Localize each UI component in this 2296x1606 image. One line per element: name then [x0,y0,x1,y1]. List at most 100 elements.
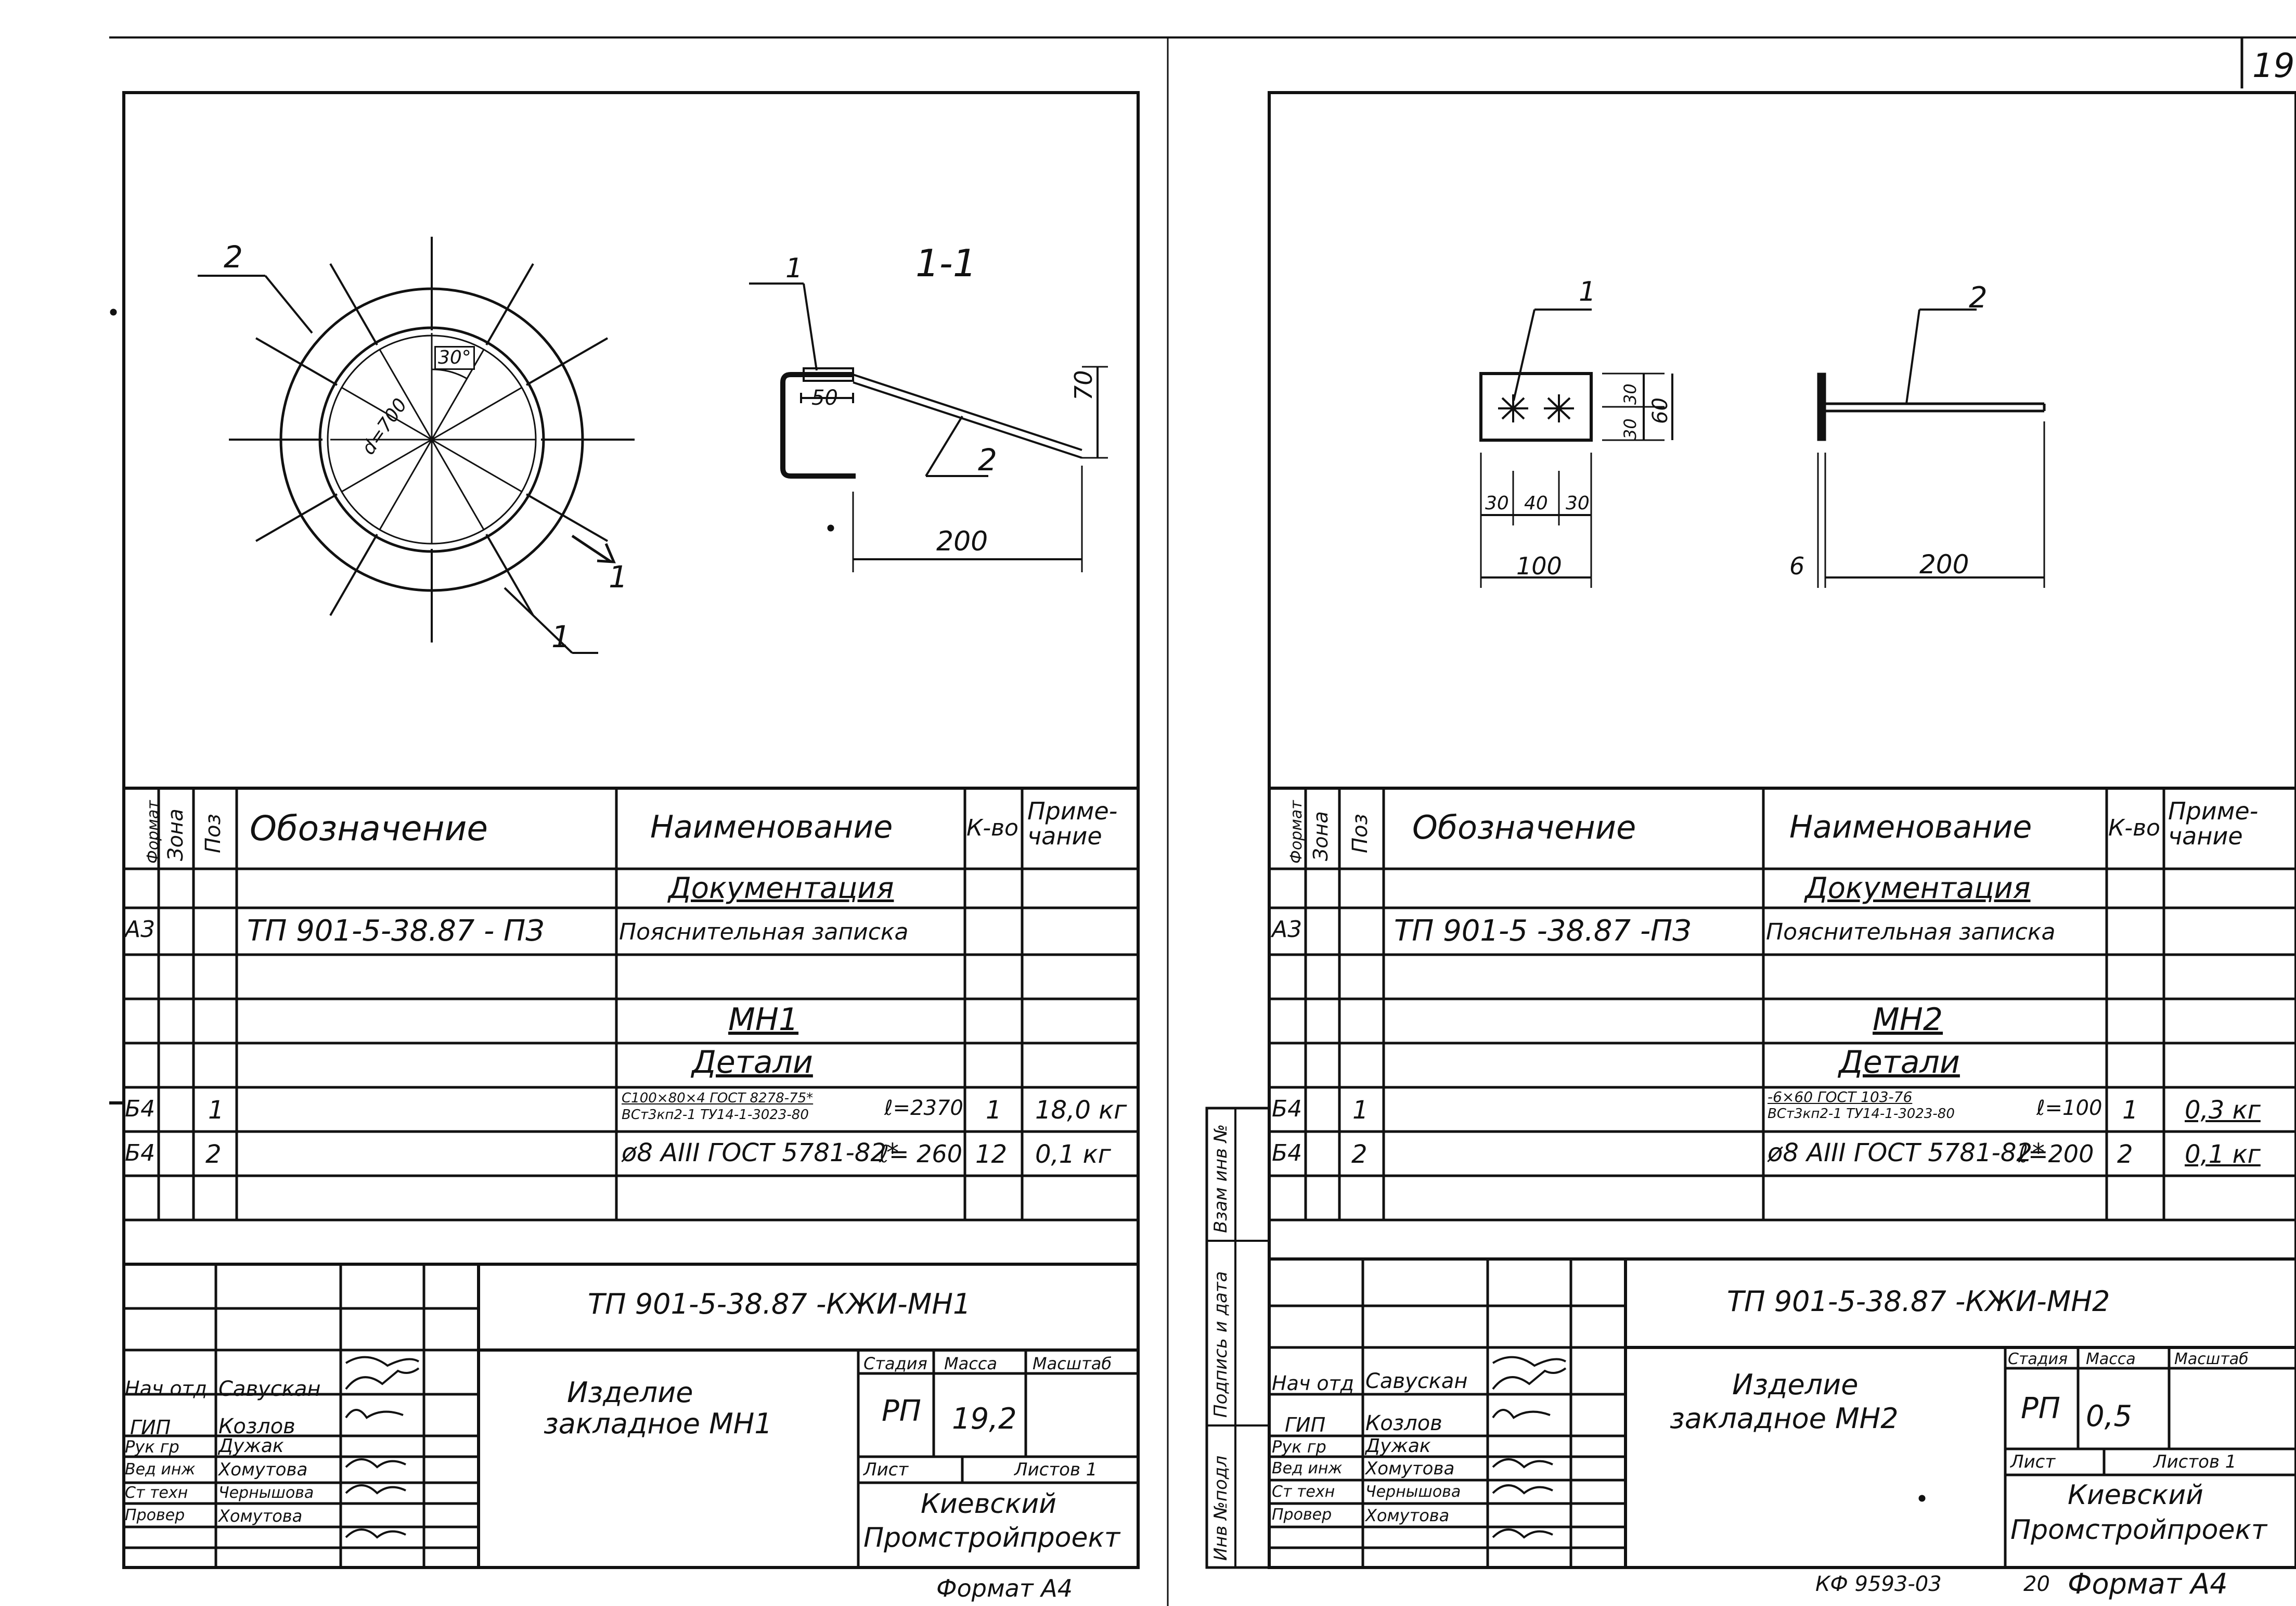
row2-format-right: Б4 [1272,1140,1302,1166]
stamp-sign-date: Подпись и дата [1210,1271,1231,1418]
role-2-left: ГИП [130,1416,171,1439]
row2-length-right: ℓ=200 [2018,1140,2094,1168]
header-designation: Обозначение [250,808,488,849]
row2-name-right: ø8 AIII ГОСТ 5781-82* [1768,1138,2045,1167]
stage-label-right: Стадия [2008,1350,2068,1368]
role-5-left: Ст техн [125,1484,188,1502]
role-1-right: Нач отд [1272,1372,1355,1395]
doc-format-right: А3 [1272,916,1302,943]
row1-format: Б4 [125,1096,156,1122]
side-stamp-column [1205,1107,1271,1569]
row2-pos: 2 [205,1140,222,1169]
col-pos-label-right: Поз [1348,814,1372,853]
name-4-right: Хомутова [1365,1458,1455,1479]
stamp-inv-no: Инв №подл [1210,1455,1231,1561]
mass-label-right: Масса [2086,1350,2136,1368]
role-3-left: Рук гр [125,1437,179,1457]
role-4-right: Вед инж [1272,1459,1343,1477]
row1-format-right: Б4 [1272,1096,1302,1122]
stage-label-left: Стадия [863,1354,927,1373]
role-2-right: ГИП [1285,1414,1326,1436]
org-line1-right: Киевский [2068,1480,2203,1511]
callout-1-left: 1 [551,619,571,654]
left-frame [109,91,1140,1569]
section-callout-1: 1 [785,253,803,284]
name-3-left: Дужак [218,1435,284,1457]
row1-name-line2-right: ВСт3кп2-1 ТУ14-1-3023-80 [1768,1106,1955,1122]
section-product: МН1 [728,1001,799,1038]
doc-designation-right: ТП 901-5 -38.87 -ПЗ [1394,914,1692,948]
name-6-left: Хомутова [218,1506,303,1526]
header-name-right: Наименование [1789,809,2032,845]
name-6-right: Хомутова [1365,1506,1450,1525]
sheets-label-right: Листов 1 [2153,1451,2237,1472]
name-2-right: Козлов [1365,1411,1442,1435]
row2-qty: 12 [975,1140,1008,1169]
dim-50: 50 [811,386,838,410]
row2-note: 0,1 кг [1035,1140,1111,1169]
stamp-replace-inv: Взам инв № [1210,1124,1231,1233]
title-code-left: ТП 901-5-38.87 -КЖИ-МН1 [588,1288,971,1320]
doc-name-right: Пояснительная записка [1766,919,2056,945]
row2-format: Б4 [125,1140,156,1166]
doc-name: Пояснительная записка [619,919,909,945]
dim-v30b: 30 [1620,418,1640,440]
sheet-label-right: Лист [2010,1451,2056,1472]
name-1-left: Савускан [218,1377,321,1401]
row1-note-right: 0,3 кг [2185,1096,2261,1125]
row2-pos-right: 2 [1351,1140,1368,1169]
row1-qty: 1 [986,1096,1002,1125]
role-1-left: Нач отд [125,1377,208,1400]
section-1-1 [749,282,1108,572]
section-docs-right: Документация [1805,871,2031,905]
role-6-right: Провер [1272,1506,1332,1524]
dim-v30a: 30 [1620,383,1640,405]
name-1-right: Савускан [1365,1369,1468,1393]
row1-name-line1-right: -6×60 ГОСТ 103-76 [1768,1088,1913,1106]
row2-length: ℓ= 260 [879,1140,962,1168]
section-callout-2: 2 [978,442,997,478]
dim-30b: 30 [1566,493,1590,514]
angle-label: 30° [434,346,475,370]
sheet-label-left: Лист [863,1459,909,1480]
callout-2-right: 2 [1969,281,1988,315]
product-name-line2-left: закладное МН1 [544,1407,772,1440]
row1-length: ℓ=2370 [884,1096,963,1120]
role-6-left: Провер [125,1506,185,1524]
stage-value-left: РП [882,1394,921,1428]
callout-1-right: 1 [1579,276,1596,307]
header-note: Приме- чание [1027,797,1118,851]
dim-100: 100 [1516,552,1562,580]
name-5-right: Чернышова [1365,1483,1461,1501]
side-view-drawing [1817,309,2046,588]
org-line1-left: Киевский [921,1488,1056,1520]
header-qty: К-во [966,815,1018,841]
doc-code: КФ 9593-03 [1815,1572,1942,1596]
section-mark: 1 [609,559,628,595]
row2-name: ø8 AIII ГОСТ 5781-82* [622,1138,899,1167]
section-title: 1-1 [915,241,977,285]
page-number: 19 [2252,47,2295,85]
role-5-right: Ст техн [1272,1483,1335,1501]
dim-70: 70 [1069,370,1098,401]
row2-note-right: 0,1 кг [2185,1140,2261,1169]
page-number-bottom: 20 [2023,1572,2050,1596]
section-parts: Детали [692,1044,813,1081]
dim-6: 6 [1789,552,1805,580]
section-docs: Документация [668,871,894,905]
product-name-line1-right: Изделие [1732,1368,1859,1401]
col-format-label: Формат [144,800,162,864]
callout-2-left: 2 [224,239,243,275]
col-format-label-right: Формат [1287,800,1306,864]
row1-pos: 1 [208,1096,224,1125]
row1-pos-right: 1 [1352,1096,1369,1125]
org-line2-right: Промстройпроект [2010,1514,2267,1546]
header-qty-right: К-во [2108,815,2160,841]
mass-value-left: 19,2 [952,1402,1017,1436]
section-parts-right: Детали [1839,1044,1960,1081]
dim-200-right: 200 [1919,549,1969,580]
row1-qty-right: 1 [2122,1096,2138,1125]
row2-qty-right: 2 [2117,1140,2133,1169]
plate-drawing [1479,309,1673,588]
